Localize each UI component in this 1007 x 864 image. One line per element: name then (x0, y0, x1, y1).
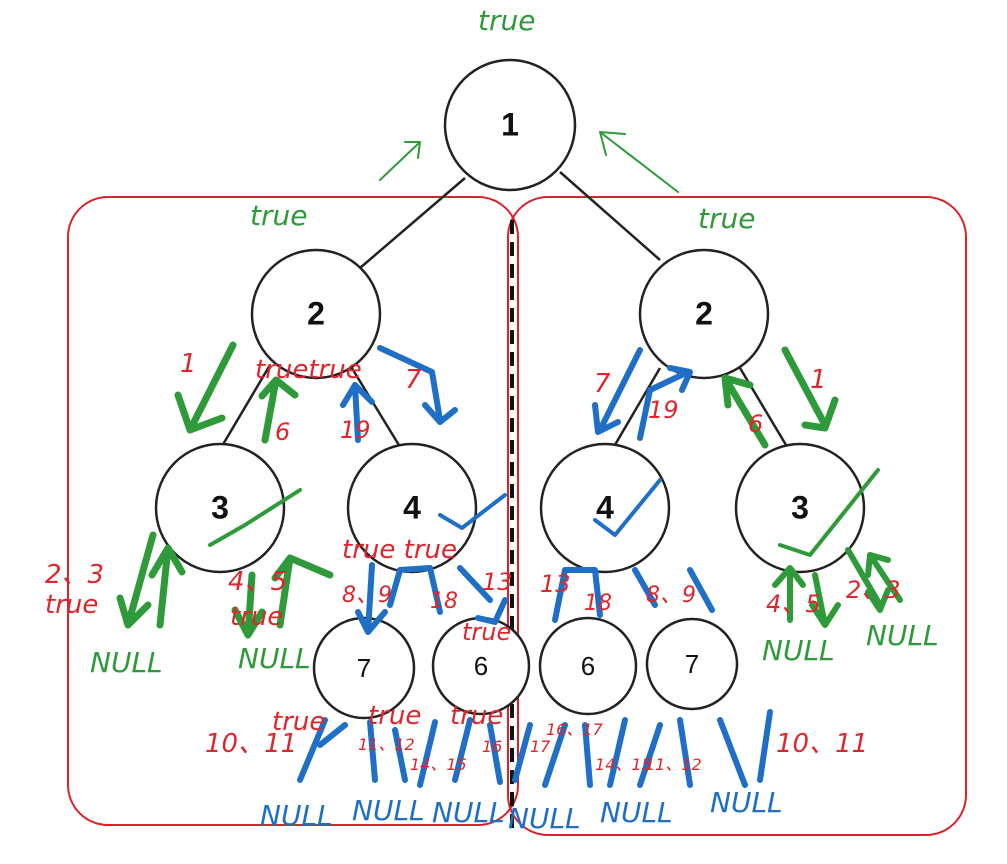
green-labels: true true true NULL NULL NULL NULL (90, 4, 939, 679)
svg-text:3: 3 (211, 489, 229, 525)
blue-traversal-arrows (297, 345, 773, 788)
svg-text:2、3: 2、3 (846, 576, 901, 604)
svg-text:true: true (368, 701, 421, 731)
green-return-arrows (116, 131, 903, 639)
node-right-7: 7 (645, 617, 739, 711)
right-null-2: NULL (866, 619, 939, 652)
node-right-2: 2 (638, 248, 770, 380)
blue-null-labels: NULL NULL NULL NULL NULL NULL (260, 786, 783, 835)
svg-text:18: 18 (430, 589, 458, 614)
svg-text:7: 7 (685, 649, 699, 679)
node-left-7: 7 (312, 616, 416, 720)
svg-text:NULL: NULL (432, 796, 505, 829)
svg-text:8、9: 8、9 (646, 583, 696, 608)
svg-text:true: true (230, 602, 283, 632)
svg-text:true: true (272, 707, 325, 737)
svg-text:4: 4 (403, 489, 421, 525)
svg-text:true: true (450, 701, 503, 731)
svg-text:1: 1 (810, 365, 827, 395)
svg-text:11、12: 11、12 (645, 755, 702, 774)
svg-text:6: 6 (474, 651, 488, 681)
svg-text:2: 2 (307, 295, 325, 331)
svg-text:18: 18 (584, 591, 612, 616)
svg-text:NULL: NULL (508, 802, 581, 835)
svg-text:13: 13 (482, 568, 513, 596)
node-right-3: 3 (734, 442, 866, 574)
svg-text:2: 2 (695, 295, 713, 331)
svg-text:truetrue: truetrue (255, 355, 362, 385)
svg-text:14、15: 14、15 (595, 755, 652, 774)
node-left-4: 4 (346, 442, 478, 574)
svg-text:16、17: 16、17 (546, 720, 604, 739)
node-label: 1 (501, 106, 519, 142)
svg-text:7: 7 (357, 653, 371, 683)
svg-text:19: 19 (648, 396, 679, 424)
svg-text:17: 17 (530, 737, 551, 756)
svg-text:true: true (45, 590, 98, 620)
right-null-1: NULL (762, 634, 835, 667)
svg-text:10、11: 10、11 (205, 729, 297, 759)
left-null-1: NULL (90, 646, 163, 679)
left-null-2: NULL (238, 642, 311, 675)
svg-text:6: 6 (581, 651, 595, 681)
left-subtree-frame (67, 196, 519, 826)
svg-text:14、15: 14、15 (410, 755, 467, 774)
svg-text:4、5: 4、5 (228, 567, 287, 597)
svg-text:13: 13 (540, 570, 571, 598)
tree-edges (213, 171, 794, 459)
svg-text:true: true (462, 618, 511, 646)
node-root: 1 (443, 58, 577, 192)
svg-text:4: 4 (596, 489, 614, 525)
left-true-label: true (250, 199, 307, 232)
svg-text:10、11: 10、11 (776, 729, 868, 759)
node-right-6: 6 (538, 616, 638, 716)
svg-text:1: 1 (180, 349, 197, 379)
svg-text:6: 6 (748, 410, 763, 438)
svg-text:NULL: NULL (260, 799, 333, 832)
svg-text:true true: true true (342, 535, 457, 565)
node-right-4: 4 (539, 442, 671, 574)
right-true-label: true (698, 202, 755, 235)
root-true-label: true (478, 4, 535, 37)
node-left-2: 2 (250, 248, 382, 380)
svg-text:3: 3 (791, 489, 809, 525)
right-subtree-frame (507, 196, 967, 836)
node-left-3: 3 (154, 442, 286, 574)
svg-text:7: 7 (594, 369, 611, 399)
svg-text:19: 19 (340, 416, 371, 444)
svg-text:2、3: 2、3 (45, 560, 104, 590)
red-step-labels: 1 truetrue 7 6 19 2、3 true 4、5 true true… (45, 349, 901, 774)
svg-text:11、12: 11、12 (358, 735, 415, 754)
svg-text:NULL: NULL (710, 786, 783, 819)
svg-text:NULL: NULL (600, 796, 673, 829)
svg-text:4、5: 4、5 (766, 590, 821, 618)
svg-text:NULL: NULL (352, 794, 425, 827)
svg-text:16: 16 (482, 737, 502, 756)
svg-text:6: 6 (275, 418, 290, 446)
svg-text:8、9: 8、9 (342, 583, 392, 608)
svg-text:7: 7 (405, 365, 422, 395)
